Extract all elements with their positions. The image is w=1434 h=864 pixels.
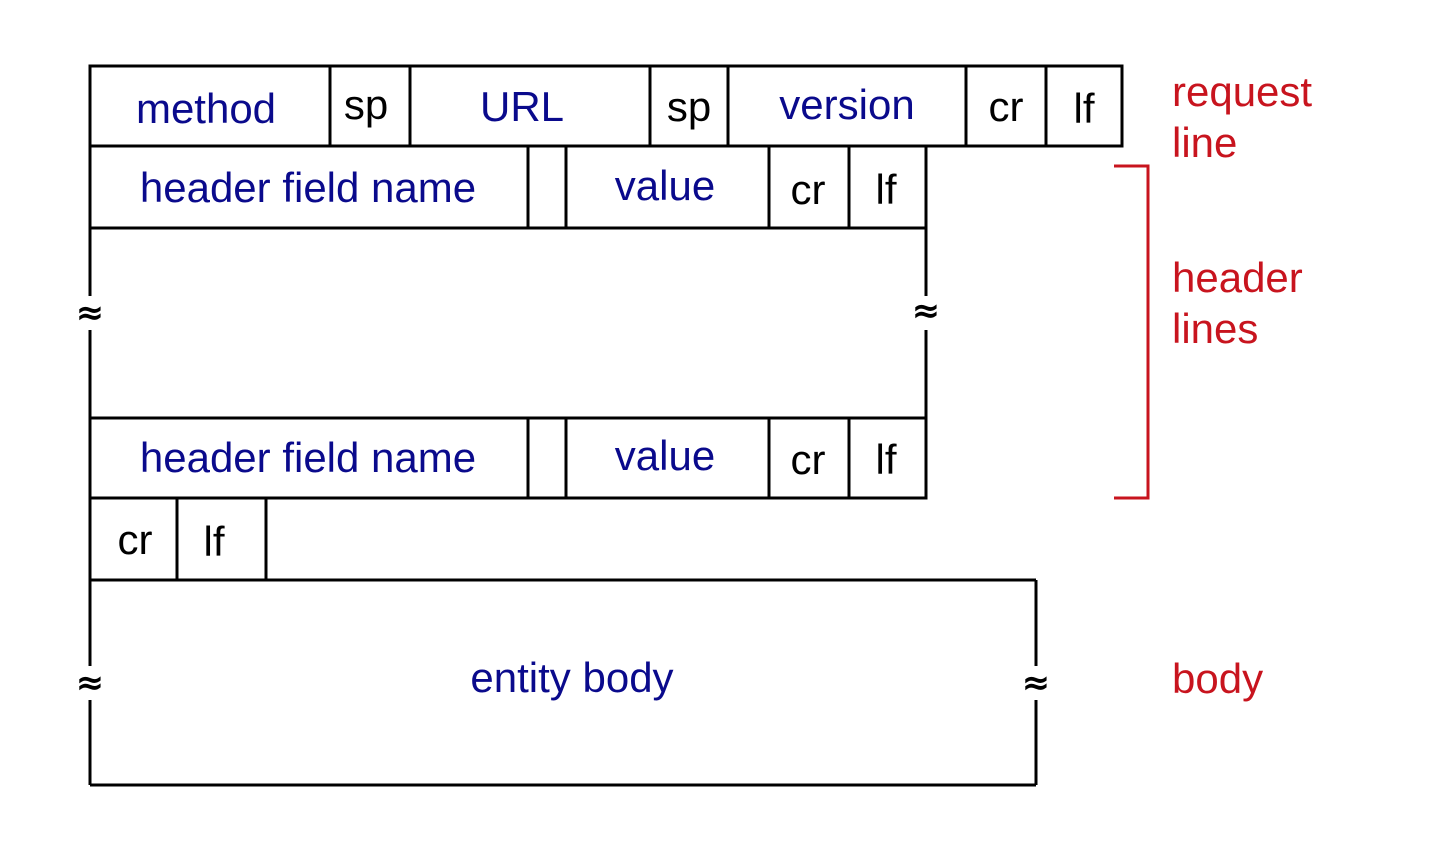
lf-field: lf [1074, 85, 1095, 132]
header-lines-bracket [1114, 164, 1150, 500]
break-mark-icon: ≈ [1022, 663, 1051, 703]
sp-field: sp [667, 83, 711, 130]
cr-field: cr [118, 516, 153, 563]
header-line-row: header field name value cr lf [88, 416, 928, 500]
body-label: body [1172, 655, 1263, 702]
header-line-outline [88, 144, 928, 230]
lf-field: lf [876, 166, 897, 213]
break-mark-icon: ≈ [76, 293, 105, 333]
header-lines-label: lines [1172, 305, 1258, 352]
break-mark-icon: ≈ [912, 291, 941, 331]
sp-field: sp [344, 81, 388, 128]
method-field: method [136, 85, 276, 132]
lf-field: lf [204, 518, 225, 565]
request-line-label: line [1172, 119, 1237, 166]
break-mark-icon: ≈ [76, 663, 105, 703]
cr-field: cr [791, 436, 826, 483]
url-field: URL [480, 83, 564, 130]
header-lines-label: header [1172, 254, 1303, 301]
entity-body-label: entity body [470, 654, 673, 701]
blank-line-row: cr lf [88, 496, 268, 582]
request-line-row: method sp URL sp version cr lf [88, 64, 1124, 148]
header-field-name: header field name [140, 434, 476, 481]
cr-field: cr [989, 83, 1024, 130]
header-line-outline [88, 416, 928, 500]
elided-header-region: ≈ ≈ [76, 228, 941, 418]
lf-field: lf [876, 436, 897, 483]
header-field-name: header field name [140, 164, 476, 211]
header-line-row: header field name value cr lf [88, 144, 928, 230]
side-labels: request line header lines body [1114, 68, 1312, 702]
request-line-label: request [1172, 68, 1312, 115]
header-value: value [615, 432, 715, 479]
header-value: value [615, 162, 715, 209]
version-field: version [779, 81, 914, 128]
entity-body-region: ≈ ≈ entity body [76, 578, 1051, 787]
cr-field: cr [791, 166, 826, 213]
